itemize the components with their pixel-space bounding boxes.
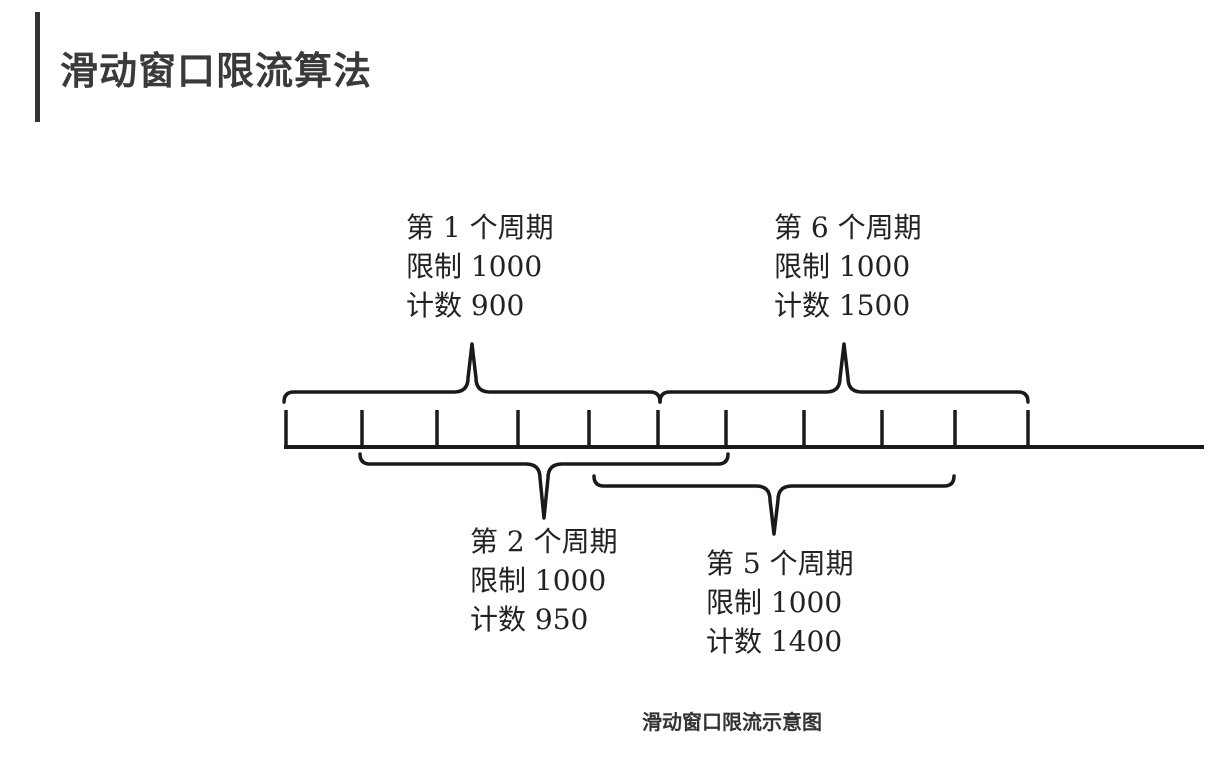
period-6-count: 计数 1500 <box>774 289 911 322</box>
period-2-count: 计数 950 <box>470 603 589 636</box>
period-5-name: 第 5 个周期 <box>706 547 854 580</box>
period-5-limit: 限制 1000 <box>706 586 843 619</box>
period-1-count: 计数 900 <box>406 289 525 322</box>
period-2-limit: 限制 1000 <box>470 564 607 597</box>
timeline <box>284 410 1204 449</box>
brace-p6 <box>658 342 1030 404</box>
diagram-caption: 滑动窗口限流示意图 <box>642 710 822 734</box>
period-2-name: 第 2 个周期 <box>470 525 618 558</box>
period-6-limit: 限制 1000 <box>774 250 911 283</box>
brace-p1 <box>282 342 662 404</box>
period-6-label: 第 6 个周期 限制 1000 计数 1500 <box>774 208 922 325</box>
period-5-label: 第 5 个周期 限制 1000 计数 1400 <box>706 544 854 661</box>
period-1-limit: 限制 1000 <box>406 250 543 283</box>
period-braces <box>282 342 1030 536</box>
period-6-name: 第 6 个周期 <box>774 211 922 244</box>
period-1-name: 第 1 个周期 <box>406 211 554 244</box>
period-1-label: 第 1 个周期 限制 1000 计数 900 <box>406 208 554 325</box>
brace-p5 <box>592 474 956 536</box>
brace-p2 <box>358 452 730 520</box>
period-2-label: 第 2 个周期 限制 1000 计数 950 <box>470 522 618 639</box>
page-title: 滑动窗口限流算法 <box>60 49 373 93</box>
period-5-count: 计数 1400 <box>706 625 843 658</box>
title-accent-bar <box>35 12 40 122</box>
